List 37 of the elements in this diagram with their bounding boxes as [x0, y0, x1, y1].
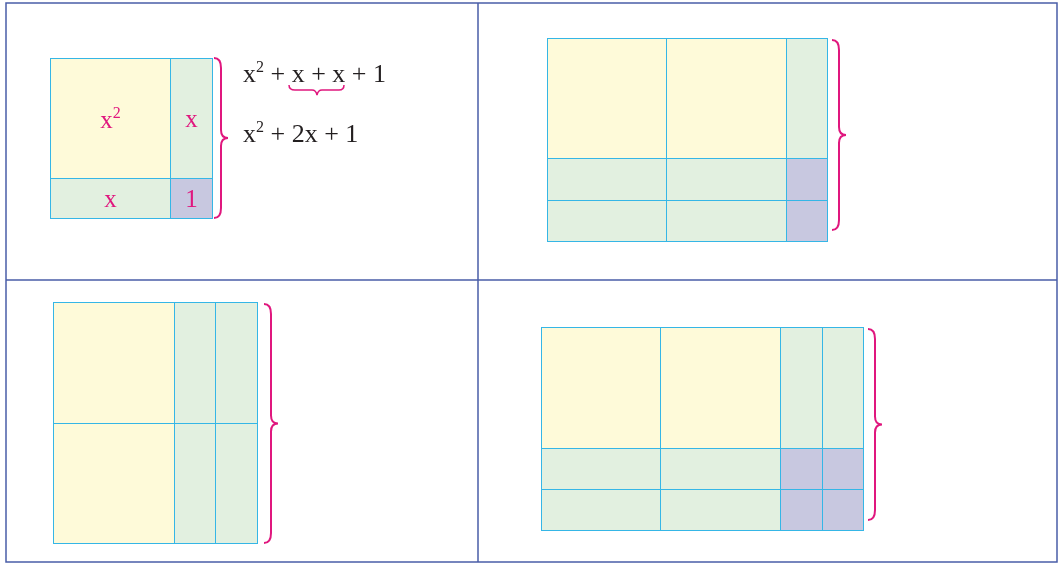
rectangle-tile [174, 423, 216, 544]
rectangle-tile [215, 423, 258, 544]
unit-square-tile [822, 448, 864, 490]
rectangle-tile [822, 327, 864, 449]
rectangle-tile [780, 327, 823, 449]
tile-label: x$^{2}$ [100, 103, 121, 134]
rectangle-tile [660, 448, 781, 490]
rectangle-tile [215, 302, 258, 424]
tile-label: 1 [185, 184, 198, 213]
rectangle-tile [541, 448, 661, 490]
square-tile [666, 38, 787, 159]
expression: x$^{2}$ + x + x + 1 [243, 58, 386, 89]
unit-square-tile [780, 448, 823, 490]
unit-square-tile [170, 178, 213, 219]
expression: x$^{2}$ + 2x + 1 [243, 118, 359, 149]
square-tile [50, 58, 171, 179]
rectangle-tile [170, 58, 213, 179]
square-tile [53, 423, 175, 544]
rectangle-tile [174, 302, 216, 424]
rectangle-tile [547, 200, 667, 242]
square-tile [53, 302, 175, 424]
rectangle-tile [541, 489, 661, 531]
square-tile [541, 327, 661, 449]
rectangle-tile [666, 200, 787, 242]
unit-square-tile [780, 489, 823, 531]
unit-square-tile [786, 200, 828, 242]
tile-label: x [185, 104, 198, 133]
tile-label: x [104, 184, 117, 213]
rectangle-tile [666, 158, 787, 201]
rectangle-tile [786, 38, 828, 159]
square-tile [547, 38, 667, 159]
rectangle-tile [660, 489, 781, 531]
unit-square-tile [786, 158, 828, 201]
rectangle-tile [50, 178, 171, 219]
rectangle-tile [547, 158, 667, 201]
unit-square-tile [822, 489, 864, 531]
square-tile [660, 327, 781, 449]
